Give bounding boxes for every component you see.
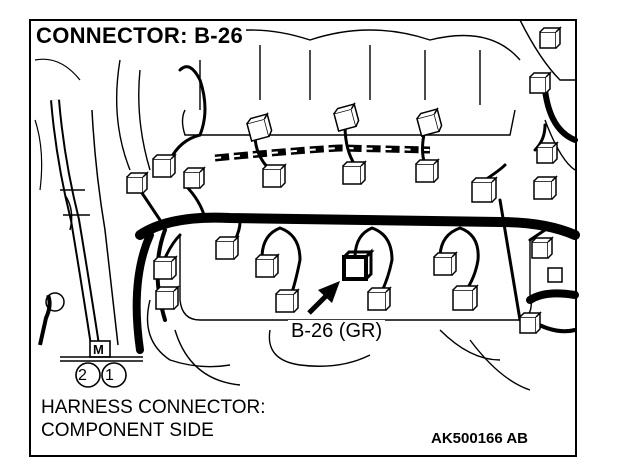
connector	[275, 288, 300, 313]
connector	[433, 251, 458, 276]
connector	[531, 236, 554, 259]
connector	[452, 284, 479, 311]
connector	[529, 71, 552, 94]
connector	[536, 141, 559, 164]
engine-outline	[115, 19, 576, 391]
connector	[416, 107, 443, 137]
connector	[152, 153, 177, 178]
caption-line-1: HARNESS CONNECTOR:	[41, 397, 266, 418]
connector	[183, 166, 206, 189]
connector	[155, 285, 180, 310]
pin-2-label: 2	[78, 367, 87, 384]
connector	[519, 311, 542, 334]
connector	[415, 158, 440, 183]
connector	[539, 26, 562, 49]
connector	[342, 160, 367, 185]
caption-line-2: COMPONENT SIDE	[41, 420, 214, 441]
callout-arrow	[307, 281, 340, 315]
diagram-title: CONNECTOR: B-26	[36, 25, 247, 49]
figure-id: AK500166 AB	[431, 430, 528, 447]
b26-connector	[342, 248, 375, 281]
connector	[215, 235, 240, 260]
connector	[153, 255, 178, 280]
connector	[262, 163, 287, 188]
connector	[471, 176, 498, 203]
connector-wires	[138, 65, 547, 322]
main-harness	[132, 87, 580, 354]
connector-blocks	[126, 26, 563, 334]
connector-callout-label: B-26 (GR)	[288, 320, 386, 342]
connector	[533, 175, 558, 200]
pin-1-label: 1	[105, 367, 114, 384]
connector	[255, 253, 280, 278]
connector	[126, 171, 149, 194]
connector	[547, 267, 563, 283]
pin-connector-symbol	[60, 340, 143, 388]
left-cables	[34, 58, 119, 346]
pin-marker-label: M	[93, 342, 104, 357]
sub-harness	[214, 144, 431, 162]
connector	[367, 286, 392, 311]
connector	[333, 102, 360, 132]
connector	[246, 112, 273, 142]
